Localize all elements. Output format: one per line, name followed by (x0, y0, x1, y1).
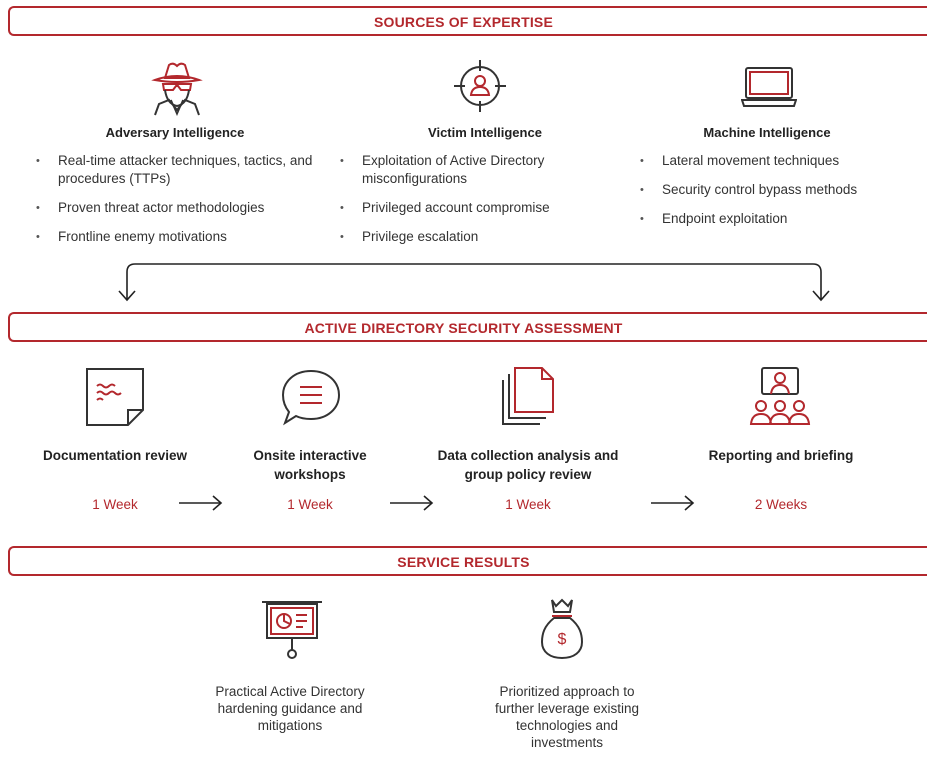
arrow-right-icon (651, 495, 695, 511)
column-title-machine: Machine Intelligence (703, 125, 831, 140)
duration-documentation: 1 Week (92, 497, 138, 512)
section-bar-results (8, 546, 927, 576)
duration-reporting: 2 Weeks (754, 497, 808, 512)
presentation-audience-icon (749, 367, 811, 425)
step-title-reporting: Reporting and briefing (708, 448, 854, 463)
presentation-board-icon (262, 601, 322, 659)
list-item: Privilege escalation (334, 228, 624, 246)
document-icon (86, 368, 144, 426)
arrow-right-icon (179, 495, 223, 511)
list-item: Real-time attacker techniques, tactics, … (30, 152, 320, 188)
spy-icon (151, 62, 203, 116)
section-bar-sources (8, 6, 927, 36)
list-item: Lateral movement techniques (634, 152, 924, 170)
result-hardening-guidance: Practical Active Directory hardening gui… (215, 684, 365, 733)
arrow-right-icon (390, 495, 434, 511)
crosshair-target-icon (454, 60, 506, 112)
list-item: Endpoint exploitation (634, 210, 924, 228)
list-item: Proven threat actor methodologies (30, 199, 320, 217)
list-item: Security control bypass methods (634, 181, 924, 199)
result-prioritized-approach: Prioritized approach to further leverage… (494, 684, 640, 750)
section-title-assessment: ACTIVE DIRECTORY SECURITY ASSESSMENT (304, 320, 623, 336)
section-title-sources: SOURCES OF EXPERTISE (373, 14, 554, 30)
money-bag-icon: $ (540, 598, 584, 660)
files-icon (502, 367, 554, 425)
step-title-workshops: Onsite interactive workshops (253, 448, 367, 482)
list-item: Exploitation of Active Directory misconf… (334, 152, 624, 188)
machine-bullets: Lateral movement techniques Security con… (634, 152, 924, 239)
adversary-bullets: Real-time attacker techniques, tactics, … (30, 152, 320, 257)
laptop-icon (741, 67, 797, 107)
column-title-adversary: Adversary Intelligence (105, 125, 245, 140)
section-title-results: SERVICE RESULTS (397, 554, 530, 570)
flow-connector-arrows (118, 263, 830, 302)
duration-data-collection: 1 Week (505, 497, 551, 512)
list-item: Privileged account compromise (334, 199, 624, 217)
section-bar-assessment (8, 312, 927, 342)
duration-workshops: 1 Week (287, 497, 333, 512)
step-title-data-collection: Data collection analysis and group polic… (437, 448, 619, 482)
step-title-documentation: Documentation review (42, 448, 188, 463)
victim-bullets: Exploitation of Active Directory misconf… (334, 152, 624, 257)
column-title-victim: Victim Intelligence (428, 125, 542, 140)
svg-text:$: $ (558, 631, 567, 648)
chat-bubble-icon (281, 369, 341, 426)
list-item: Frontline enemy motivations (30, 228, 320, 246)
